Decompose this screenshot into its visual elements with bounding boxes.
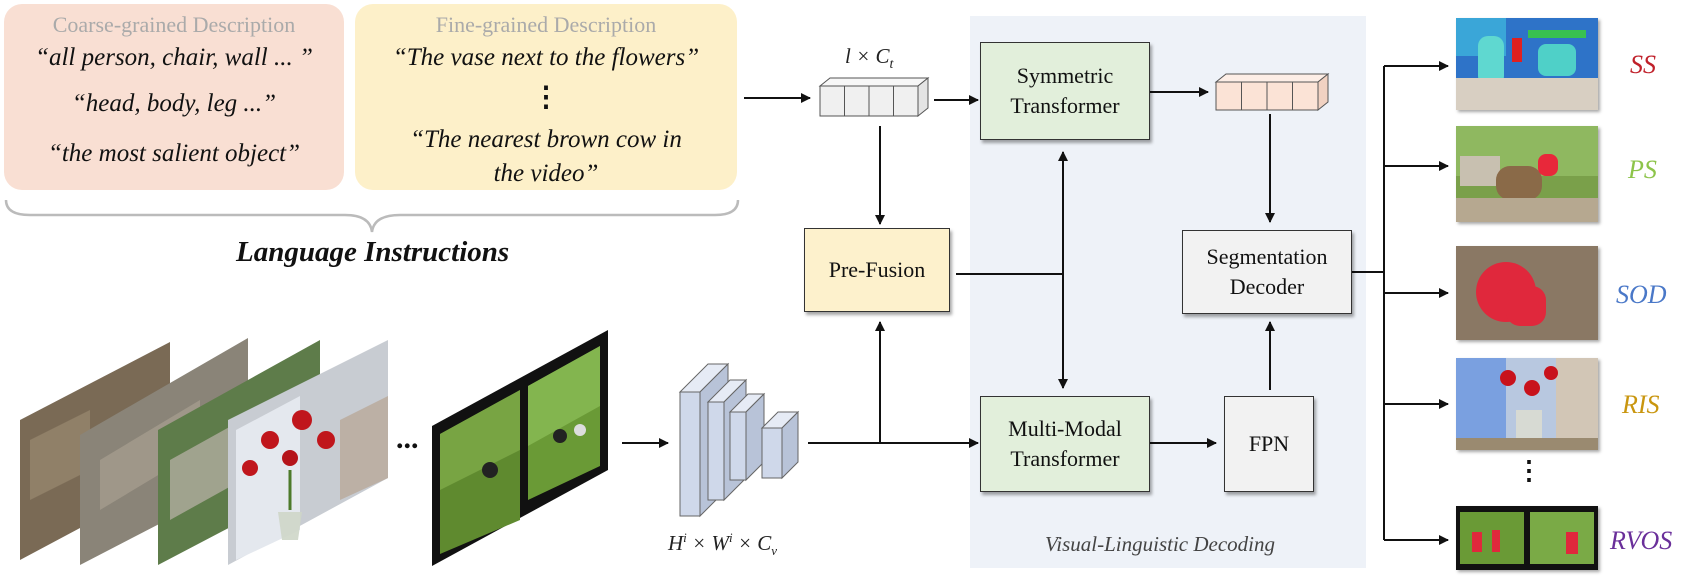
fine-quote-1: “The vase next to the flowers”: [392, 44, 700, 71]
fine-quote-2-line1: “The nearest brown cow in: [410, 126, 682, 153]
visual-feature-label: Hi × Wi × Cv: [668, 530, 778, 559]
fpn-block: FPN: [1224, 396, 1314, 492]
rvos-output-thumbnail: [1456, 506, 1598, 570]
ris-output-thumbnail: [1456, 358, 1598, 450]
brace: [4, 199, 740, 233]
output-token-row: [1214, 72, 1330, 112]
task-label-rvos: RVOS: [1610, 526, 1673, 555]
tasks-vertical-ellipsis: ⋮: [1516, 456, 1542, 485]
ps-output-thumbnail: [1456, 126, 1598, 222]
ss-output-thumbnail: [1456, 18, 1598, 110]
task-label-ps: PS: [1628, 155, 1657, 184]
fine-title: Fine-grained Description: [435, 12, 657, 37]
sod-output-thumbnail: [1456, 246, 1598, 340]
coarse-title: Coarse-grained Description: [52, 12, 296, 37]
decoding-label: Visual-Linguistic Decoding: [1045, 532, 1276, 556]
language-instructions-label: Language Instructions: [236, 236, 510, 268]
coarse-description-box: Coarse-grained Description “all person, …: [4, 4, 344, 190]
input-frame-stack: [20, 338, 388, 565]
fine-vertical-ellipsis: ⋮: [532, 82, 560, 113]
text-feature-label: l × Ct: [845, 44, 894, 73]
video-filmstrip: [432, 330, 608, 566]
fine-description-box: Fine-grained Description “The vase next …: [355, 4, 737, 190]
coarse-quote-2: “head, body, leg ...”: [71, 90, 277, 117]
task-label-sod: SOD: [1616, 280, 1667, 309]
pre-fusion-block: Pre-Fusion: [804, 228, 950, 312]
image-encoder: [678, 362, 800, 518]
frames-ellipsis: ...: [396, 422, 419, 455]
fine-quote-2-line2: the video”: [493, 160, 599, 187]
task-label-ris: RIS: [1622, 390, 1660, 419]
text-token-row: [818, 76, 930, 118]
task-label-ss: SS: [1630, 50, 1656, 79]
coarse-quote-1: “all person, chair, wall ... ”: [35, 44, 313, 71]
coarse-quote-3: “the most salient object”: [47, 140, 301, 167]
